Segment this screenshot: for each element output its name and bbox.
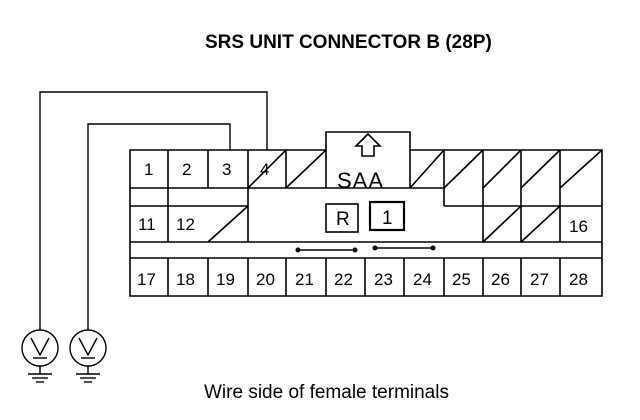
terminal-3: 3 (222, 160, 231, 179)
terminal-24: 24 (413, 270, 432, 289)
voltmeter-right-icon (69, 329, 107, 383)
row3-terminal-labels: 17 18 19 20 21 22 23 24 25 26 27 28 (137, 270, 588, 289)
test-wire-inner (87, 123, 231, 330)
connector-row-dividers (130, 150, 602, 259)
voltmeter-left-icon (21, 329, 59, 383)
terminal-19: 19 (216, 270, 235, 289)
shorting-bar-left (295, 247, 358, 253)
row3-dividers (167, 258, 561, 296)
terminal-2: 2 (182, 160, 191, 179)
terminal-18: 18 (176, 270, 195, 289)
shorting-bar-right (372, 245, 436, 251)
terminal-25: 25 (452, 270, 471, 289)
terminal-27: 27 (530, 270, 549, 289)
terminal-22: 22 (334, 270, 353, 289)
terminal-16: 16 (569, 217, 588, 236)
terminal-28: 28 (569, 270, 588, 289)
terminal-26: 26 (491, 270, 510, 289)
terminal-1: 1 (144, 160, 153, 179)
test-wire-outer (39, 91, 268, 330)
terminal-12: 12 (176, 215, 195, 234)
row1-terminal-labels: 1 2 3 4 (144, 160, 269, 179)
r-key-label: R (336, 209, 350, 230)
terminal-20: 20 (256, 270, 275, 289)
terminal-17: 17 (137, 270, 156, 289)
terminal-21: 21 (295, 270, 314, 289)
r-key-box (325, 203, 359, 233)
terminal-11: 11 (138, 215, 156, 234)
terminal-4: 4 (260, 160, 269, 179)
one-key-box (368, 200, 406, 232)
up-arrow-icon (354, 132, 382, 157)
terminal-23: 23 (374, 270, 393, 289)
diagram-title: SRS UNIT CONNECTOR B (28P) (205, 32, 492, 53)
diagram-caption: Wire side of female terminals (204, 382, 449, 403)
unused-cavity-hatches (207, 149, 603, 243)
one-key-label: 1 (382, 208, 393, 229)
row2-terminal-labels: 11 12 16 (138, 215, 588, 236)
saa-label: SAA (337, 168, 384, 193)
